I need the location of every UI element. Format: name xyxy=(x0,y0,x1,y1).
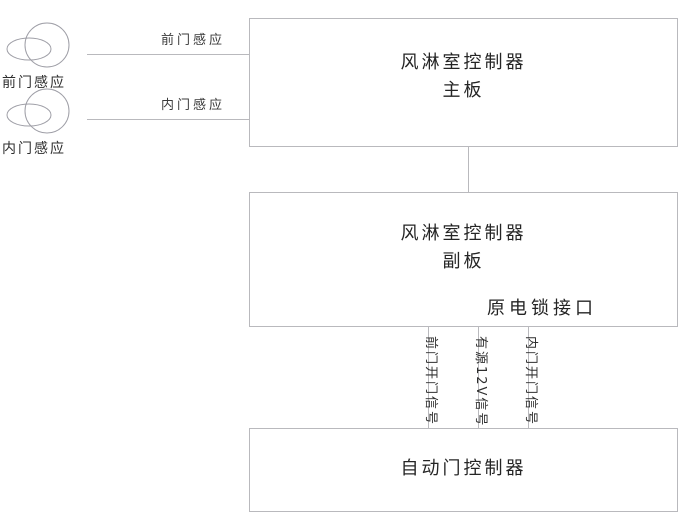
front-door-sensor-node[interactable]: 前门感应 xyxy=(2,22,88,91)
sub-board-title: 风淋室控制器副板 xyxy=(250,220,677,276)
connector-sub-board-to-door-inner-signal xyxy=(528,327,529,428)
node-automatic-door-controller[interactable]: 自动门控制器 xyxy=(249,428,678,512)
node-sub-board[interactable]: 风淋室控制器副板 原电锁接口 xyxy=(249,192,678,327)
inner-door-sensor-label: 内门感应 xyxy=(2,141,66,157)
connector-sub-board-to-door-power-signal xyxy=(478,327,479,428)
connector-inner-sensor-to-main-board xyxy=(87,119,250,120)
inner-door-sensor-node[interactable]: 内门感应 xyxy=(2,88,88,157)
connector-sub-board-to-door-front-signal xyxy=(428,327,429,428)
edge-label-inner-door-sensing: 内门感应 xyxy=(157,94,230,113)
connector-main-board-to-sub-board xyxy=(468,147,469,192)
signal-label-powered-12v: 有源12V信号 xyxy=(473,336,488,428)
edge-label-front-door-sensing: 前门感应 xyxy=(157,29,230,48)
sub-board-lock-interface-label: 原电锁接口 xyxy=(487,298,597,319)
main-board-title: 风淋室控制器主板 xyxy=(250,49,677,105)
signal-label-inner-door-open: 内门开门信号 xyxy=(523,336,538,427)
motion-sensor-icon xyxy=(6,88,70,134)
main-board-title-line2: 主板 xyxy=(442,79,485,101)
front-door-sensor-label: 前门感应 xyxy=(2,75,66,91)
automatic-door-controller-title: 自动门控制器 xyxy=(400,458,527,479)
connector-front-sensor-to-main-board xyxy=(87,54,250,55)
node-main-board[interactable]: 风淋室控制器主板 xyxy=(249,18,678,147)
sub-board-title-line1: 风淋室控制器 xyxy=(400,223,527,244)
signal-label-front-door-open: 前门开门信号 xyxy=(423,336,438,427)
motion-sensor-icon xyxy=(6,22,70,68)
sub-board-title-line2: 副板 xyxy=(442,250,485,272)
main-board-title-line1: 风淋室控制器 xyxy=(400,52,527,73)
